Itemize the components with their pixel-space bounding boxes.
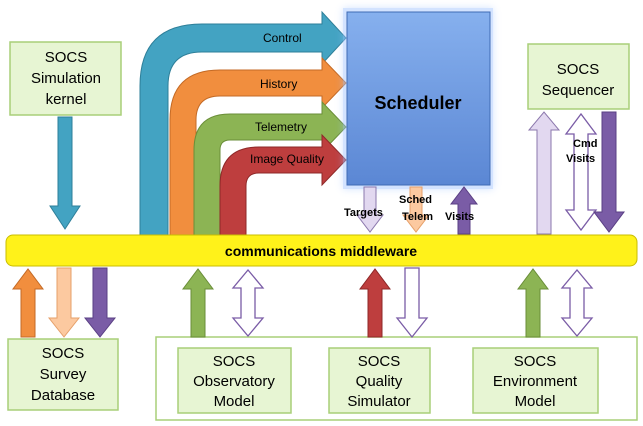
sequencer-line2: Sequencer (542, 82, 615, 99)
telemetry-label: Telemetry (255, 120, 307, 134)
environment-line2: Environment (493, 373, 578, 390)
quality-down-arrow (395, 267, 429, 339)
visits-label: Visits (445, 211, 474, 223)
db-peach-down-arrow (47, 267, 81, 338)
scheduler-box (346, 11, 491, 186)
observatory-green-up-arrow (182, 268, 214, 338)
visits-up-arrow (449, 186, 479, 235)
survey-database-line1: SOCS (42, 345, 85, 362)
observatory-line3: Model (214, 393, 255, 410)
sequencer-bidirectional-arrow (564, 112, 598, 232)
telem-label: Telem (402, 211, 433, 223)
simulation-kernel-line1: SOCS (45, 49, 88, 66)
control-arrow (139, 10, 347, 237)
observatory-bidirectional-arrow (231, 268, 265, 338)
environment-green-up-arrow (517, 268, 549, 338)
environment-line1: SOCS (514, 353, 557, 370)
middleware-bar (5, 234, 638, 267)
image-quality-arrow (219, 133, 347, 237)
sequencer-box (527, 43, 630, 110)
middleware-label: communications middleware (225, 243, 417, 259)
sequencer-line1: SOCS (557, 61, 600, 78)
control-label: Control (263, 31, 302, 45)
survey-database-box (7, 338, 119, 411)
sched-label: Sched (399, 194, 432, 206)
kernel-down-arrow (49, 116, 81, 230)
observatory-model-box (177, 347, 292, 414)
simulation-kernel-line3: kernel (46, 91, 87, 108)
quality-red-up-arrow (359, 268, 391, 338)
quality-line3: Simulator (347, 393, 410, 410)
db-orange-up-arrow (12, 268, 44, 338)
quality-line1: SOCS (358, 353, 401, 370)
scheduler-title: Scheduler (374, 93, 461, 113)
sequencer-down-arrow (593, 111, 625, 233)
db-purple-down-arrow (83, 267, 117, 338)
targets-label: Targets (344, 207, 383, 219)
simulation-kernel-box (9, 41, 122, 116)
history-label: History (260, 77, 297, 91)
history-arrow (169, 56, 347, 237)
environment-line3: Model (515, 393, 556, 410)
quality-simulator-box (328, 347, 431, 414)
seq-visits-label: Visits (566, 153, 595, 165)
environment-model-box (472, 347, 599, 414)
image-quality-label: Image Quality (250, 152, 324, 166)
observatory-line2: Observatory (193, 373, 275, 390)
sched-telem-arrow (401, 186, 431, 233)
survey-database-line2: Survey (40, 366, 87, 383)
quality-line2: Quality (356, 373, 403, 390)
sequencer-up-arrow (527, 111, 561, 235)
cmd-label: Cmd (573, 138, 597, 150)
simulation-kernel-line2: Simulation (31, 70, 101, 87)
environment-bidirectional-arrow (560, 268, 594, 338)
targets-arrow (355, 186, 385, 233)
observatory-line1: SOCS (213, 353, 256, 370)
survey-database-line3: Database (31, 387, 95, 404)
